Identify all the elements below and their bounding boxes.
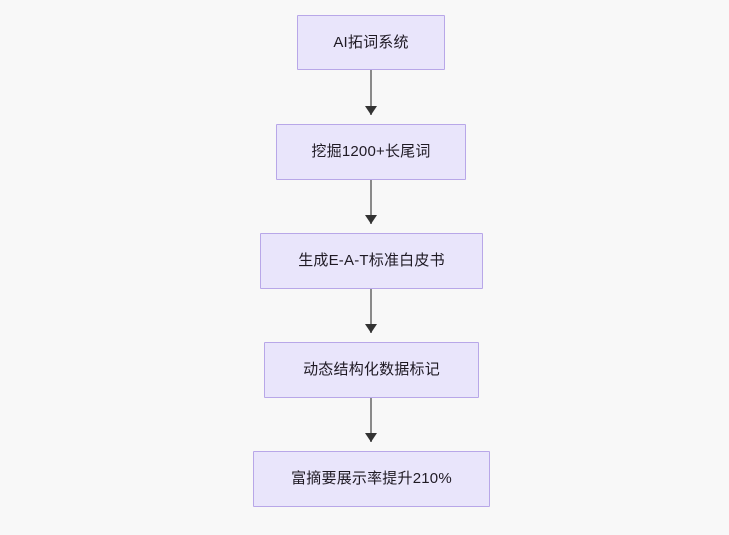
flow-node-rich-snippet-rate-increase[interactable]: 富摘要展示率提升210% <box>253 451 490 507</box>
flow-node-label: AI拓词系统 <box>333 33 409 51</box>
flow-node-mine-longtail-keywords[interactable]: 挖掘1200+长尾词 <box>276 124 466 180</box>
arrowhead-icon <box>365 106 377 115</box>
arrowhead-icon <box>365 215 377 224</box>
flow-node-ai-keyword-system[interactable]: AI拓词系统 <box>297 15 445 70</box>
arrowhead-icon <box>365 433 377 442</box>
flow-node-generate-eat-whitepaper[interactable]: 生成E-A-T标准白皮书 <box>260 233 483 289</box>
edge-line <box>370 398 372 442</box>
edge-line <box>370 180 372 224</box>
edge-line <box>370 70 372 115</box>
arrowhead-icon <box>365 324 377 333</box>
edge-line <box>370 289 372 333</box>
flow-node-label: 富摘要展示率提升210% <box>291 470 452 487</box>
flow-node-dynamic-structured-data-markup[interactable]: 动态结构化数据标记 <box>264 342 479 398</box>
flow-node-label: 挖掘1200+长尾词 <box>311 143 431 160</box>
flow-node-label: 动态结构化数据标记 <box>303 361 440 378</box>
flow-node-label: 生成E-A-T标准白皮书 <box>298 252 445 269</box>
